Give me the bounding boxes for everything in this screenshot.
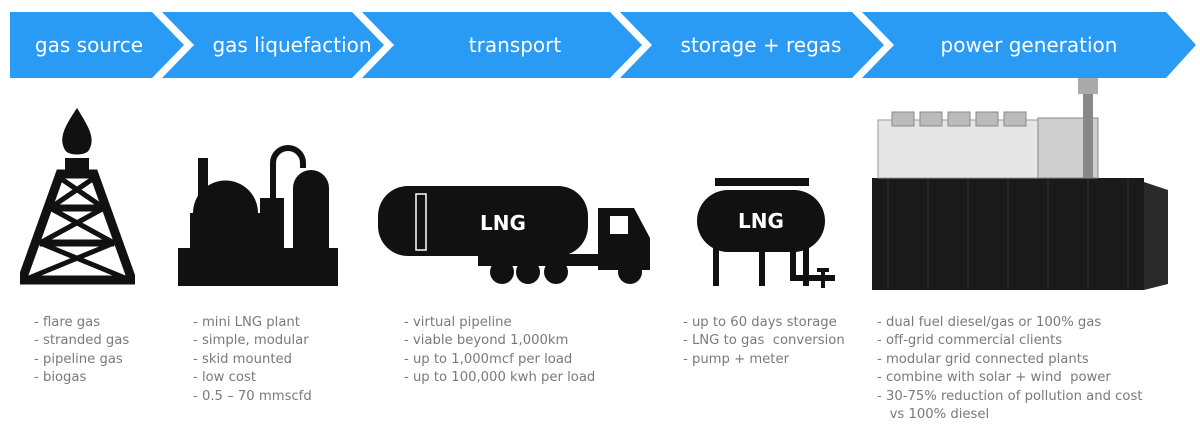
stage-chevron-2 bbox=[162, 12, 384, 78]
list-item: - off-grid commercial clients bbox=[877, 333, 1063, 349]
container-generator-icon bbox=[872, 78, 1168, 290]
list-item: - 30-75% reduction of pollution and cost bbox=[877, 388, 1143, 404]
list-item: - combine with solar + wind power bbox=[877, 370, 1111, 386]
list-item: - 0.5 – 70 mmscfd bbox=[193, 388, 312, 404]
list-item: - skid mounted bbox=[193, 351, 292, 367]
list-item: - modular grid connected plants bbox=[877, 351, 1089, 367]
stage-label-storage-regas: storage + regas bbox=[680, 33, 842, 57]
truck-tank-lng-text: LNG bbox=[480, 211, 526, 235]
gas-liquefaction-feature-list: - mini LNG plant - simple, modular - ski… bbox=[193, 314, 312, 406]
storage-tank-lng-text: LNG bbox=[738, 209, 784, 233]
list-item: vs 100% diesel bbox=[877, 407, 990, 423]
list-item: - biogas bbox=[34, 370, 87, 386]
list-item: - up to 60 days storage bbox=[683, 315, 837, 330]
list-item: - simple, modular bbox=[193, 333, 309, 349]
stage-label-gas-liquefaction: gas liquefaction bbox=[212, 33, 372, 57]
list-item: - mini LNG plant bbox=[193, 315, 300, 330]
list-item: - up to 1,000mcf per load bbox=[404, 351, 573, 367]
list-item: - viable beyond 1,000km bbox=[404, 333, 569, 349]
list-item: - flare gas bbox=[34, 315, 101, 330]
gas-source-feature-list: - flare gas - stranded gas - pipeline ga… bbox=[34, 314, 129, 388]
stage-label-gas-source: gas source bbox=[34, 33, 144, 57]
stage-chevron-3 bbox=[362, 12, 642, 78]
process-banner bbox=[10, 12, 1196, 78]
stage-label-transport: transport bbox=[468, 33, 562, 57]
list-item: - pipeline gas bbox=[34, 351, 123, 367]
list-item: - low cost bbox=[193, 370, 257, 386]
oil-derrick-flare-icon bbox=[20, 108, 135, 285]
list-item: - pump + meter bbox=[683, 351, 789, 367]
stage-chevron-1 bbox=[10, 12, 184, 78]
lng-storage-tank-icon: LNG bbox=[697, 178, 835, 288]
list-item: - up to 100,000 kwh per load bbox=[404, 370, 596, 386]
lng-tanker-truck-icon: LNG bbox=[378, 186, 650, 284]
stage-chevron-4 bbox=[620, 12, 884, 78]
power-generation-feature-list: - dual fuel diesel/gas or 100% gas - off… bbox=[877, 314, 1143, 424]
list-item: - virtual pipeline bbox=[404, 315, 512, 330]
list-item: - dual fuel diesel/gas or 100% gas bbox=[877, 315, 1102, 330]
list-item: - LNG to gas conversion bbox=[683, 333, 845, 349]
transport-feature-list: - virtual pipeline - viable beyond 1,000… bbox=[404, 314, 595, 388]
storage-regas-feature-list: - up to 60 days storage - LNG to gas con… bbox=[683, 314, 845, 369]
refinery-plant-icon bbox=[178, 145, 338, 286]
list-item: - stranded gas bbox=[34, 333, 130, 349]
stage-label-power-generation: power generation bbox=[940, 33, 1118, 57]
stage-chevron-5 bbox=[862, 12, 1196, 78]
